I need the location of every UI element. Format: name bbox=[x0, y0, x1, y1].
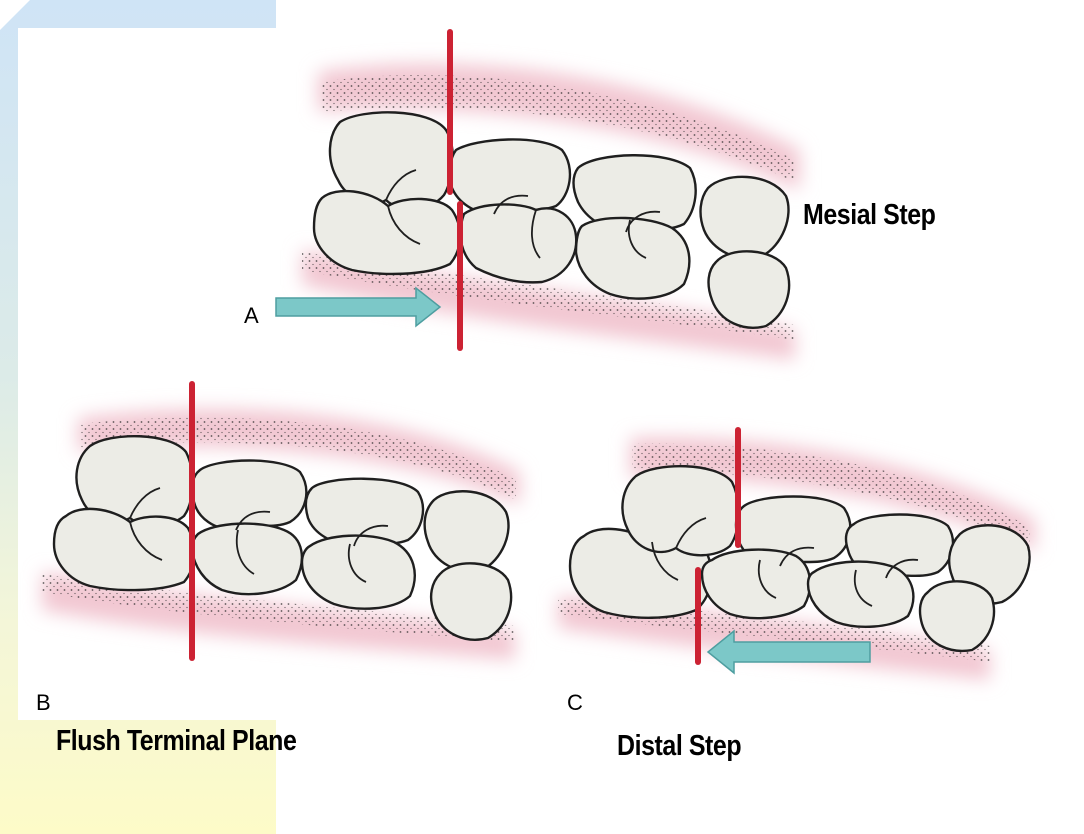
lower-molar-b2 bbox=[190, 522, 303, 596]
upper-canine-a4 bbox=[699, 175, 790, 260]
caption-distal-step: Distal Step bbox=[617, 730, 742, 762]
lower-molar-a1 bbox=[312, 189, 462, 276]
lower-canine-a4 bbox=[707, 250, 791, 329]
tooth-grooves-b bbox=[129, 487, 389, 583]
lower-molar-c2 bbox=[700, 548, 812, 620]
mesial-arrow-a bbox=[275, 286, 442, 328]
caption-mesial-step: Mesial Step bbox=[803, 199, 936, 231]
lower-molar-a2 bbox=[459, 203, 578, 284]
diagram-c-distal-step bbox=[558, 427, 1035, 680]
teeth-a bbox=[312, 111, 791, 329]
gum-lower-b bbox=[42, 572, 515, 660]
upper-molar-b2 bbox=[190, 459, 308, 532]
teeth-b bbox=[52, 434, 513, 641]
upper-canine-b4 bbox=[423, 490, 510, 573]
lower-premolar-a3 bbox=[574, 216, 691, 300]
lower-premolar-b3 bbox=[300, 534, 416, 610]
upper-molar-a2 bbox=[448, 138, 572, 216]
gum-upper-c bbox=[630, 437, 1035, 552]
caption-flush-terminal-plane: Flush Terminal Plane bbox=[56, 725, 297, 757]
distal-arrow-c bbox=[706, 629, 871, 675]
gum-upper-a bbox=[318, 63, 800, 190]
upper-molar-c1 bbox=[621, 464, 740, 557]
panel-letter-c: C bbox=[567, 690, 583, 715]
tooth-grooves-a bbox=[385, 169, 661, 259]
panel-letter-b: B bbox=[36, 690, 51, 715]
panel-letter-a: A bbox=[244, 303, 259, 328]
lower-canine-b4 bbox=[429, 562, 513, 641]
gum-lower-a bbox=[302, 250, 795, 360]
diagram-a-mesial-step bbox=[275, 29, 800, 360]
teeth-c bbox=[568, 464, 1031, 653]
background-corner bbox=[0, 0, 30, 30]
diagram-b-flush-terminal-plane bbox=[42, 381, 520, 661]
tooth-grooves-c bbox=[651, 517, 919, 607]
lower-molar-b1 bbox=[52, 507, 196, 592]
lower-premolar-c3 bbox=[806, 560, 915, 628]
lower-canine-c4 bbox=[918, 580, 996, 653]
